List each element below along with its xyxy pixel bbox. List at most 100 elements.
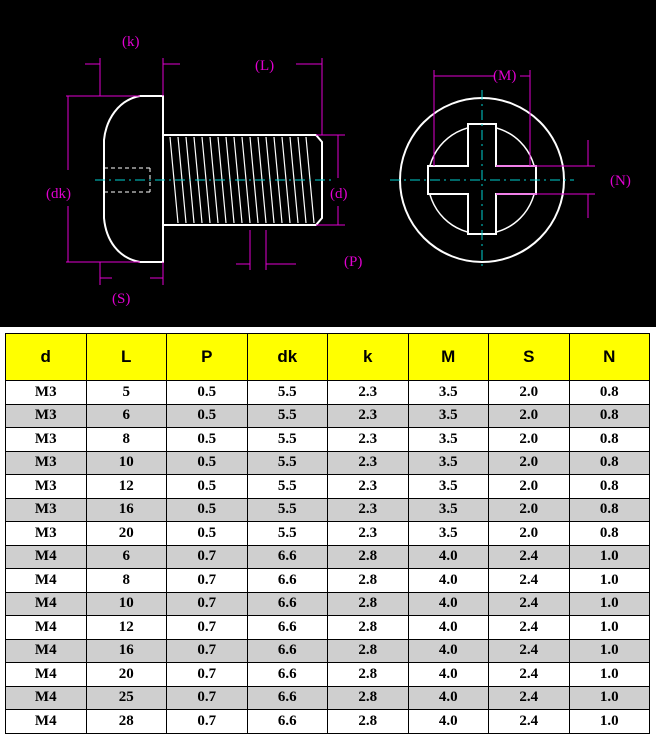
table-cell-k: 2.3 <box>327 450 409 475</box>
thread-line <box>249 136 259 224</box>
column-header-N: N <box>568 333 650 381</box>
table-cell-dk: 5.5 <box>246 474 328 499</box>
table-cell-dk: 5.5 <box>246 403 328 428</box>
table-cell-d: M4 <box>5 615 87 640</box>
table-cell-P: 0.7 <box>166 709 248 734</box>
table-cell-S: 2.4 <box>488 709 570 734</box>
table-cell-M: 3.5 <box>407 427 489 452</box>
thread-line <box>169 136 179 224</box>
table-cell-M: 3.5 <box>407 497 489 522</box>
table-cell-S: 2.4 <box>488 685 570 710</box>
table-cell-S: 2.0 <box>488 521 570 546</box>
column-header-k: k <box>327 333 409 381</box>
table-cell-P: 0.7 <box>166 568 248 593</box>
label-N: (N) <box>610 173 631 189</box>
table-cell-L: 12 <box>85 615 167 640</box>
table-cell-L: 16 <box>85 638 167 663</box>
table-cell-L: 12 <box>85 474 167 499</box>
table-cell-P: 0.5 <box>166 380 248 405</box>
label-S: (S) <box>112 291 130 307</box>
side-dimension-lines <box>66 58 345 285</box>
table-cell-N: 0.8 <box>568 380 650 405</box>
table-cell-L: 28 <box>85 709 167 734</box>
table-cell-M: 4.0 <box>407 568 489 593</box>
table-cell-d: M3 <box>5 450 87 475</box>
table-cell-dk: 6.6 <box>246 685 328 710</box>
table-cell-M: 3.5 <box>407 403 489 428</box>
table-cell-L: 16 <box>85 497 167 522</box>
table-cell-P: 0.5 <box>166 427 248 452</box>
table-cell-N: 0.8 <box>568 474 650 499</box>
thread-line <box>241 136 251 224</box>
label-M: (M) <box>493 68 516 84</box>
table-cell-N: 0.8 <box>568 450 650 475</box>
table-cell-S: 2.4 <box>488 615 570 640</box>
table-cell-P: 0.5 <box>166 450 248 475</box>
table-cell-k: 2.8 <box>327 568 409 593</box>
table-cell-k: 2.3 <box>327 474 409 499</box>
table-cell-N: 1.0 <box>568 591 650 616</box>
table-cell-M: 4.0 <box>407 544 489 569</box>
table-cell-S: 2.0 <box>488 427 570 452</box>
table-cell-d: M3 <box>5 497 87 522</box>
table-cell-dk: 5.5 <box>246 450 328 475</box>
table-cell-k: 2.3 <box>327 403 409 428</box>
table-cell-L: 10 <box>85 450 167 475</box>
table-cell-S: 2.0 <box>488 497 570 522</box>
table-cell-P: 0.7 <box>166 662 248 687</box>
technical-drawing: (k) (L) (dk) (d) (S) (P) (M) (N) <box>0 0 656 327</box>
table-cell-M: 4.0 <box>407 638 489 663</box>
table-cell-P: 0.5 <box>166 403 248 428</box>
table-cell-M: 3.5 <box>407 521 489 546</box>
table-cell-M: 3.5 <box>407 380 489 405</box>
thread-line <box>209 136 219 224</box>
column-header-dk: dk <box>246 333 328 381</box>
table-cell-k: 2.8 <box>327 709 409 734</box>
table-cell-S: 2.0 <box>488 403 570 428</box>
table-cell-k: 2.3 <box>327 380 409 405</box>
table-cell-d: M3 <box>5 403 87 428</box>
table-cell-dk: 5.5 <box>246 380 328 405</box>
table-cell-dk: 6.6 <box>246 638 328 663</box>
table-cell-L: 10 <box>85 591 167 616</box>
label-L: (L) <box>255 58 274 74</box>
table-cell-dk: 5.5 <box>246 521 328 546</box>
table-cell-k: 2.3 <box>327 497 409 522</box>
table-cell-k: 2.8 <box>327 615 409 640</box>
table-cell-dk: 6.6 <box>246 568 328 593</box>
table-cell-L: 8 <box>85 568 167 593</box>
table-cell-N: 1.0 <box>568 638 650 663</box>
table-cell-M: 4.0 <box>407 615 489 640</box>
column-header-M: M <box>407 333 489 381</box>
table-cell-d: M3 <box>5 474 87 499</box>
table-cell-d: M4 <box>5 568 87 593</box>
table-cell-N: 0.8 <box>568 427 650 452</box>
table-cell-P: 0.7 <box>166 685 248 710</box>
table-cell-k: 2.3 <box>327 521 409 546</box>
table-cell-k: 2.8 <box>327 685 409 710</box>
thread-line <box>289 136 299 224</box>
label-P: (P) <box>344 254 362 270</box>
table-cell-d: M3 <box>5 380 87 405</box>
table-cell-d: M3 <box>5 521 87 546</box>
column-header-d: d <box>5 333 87 381</box>
table-cell-d: M4 <box>5 638 87 663</box>
column-header-L: L <box>85 333 167 381</box>
table-cell-dk: 6.6 <box>246 544 328 569</box>
table-cell-L: 20 <box>85 662 167 687</box>
table-cell-M: 3.5 <box>407 450 489 475</box>
table-cell-L: 20 <box>85 521 167 546</box>
table-cell-k: 2.3 <box>327 427 409 452</box>
